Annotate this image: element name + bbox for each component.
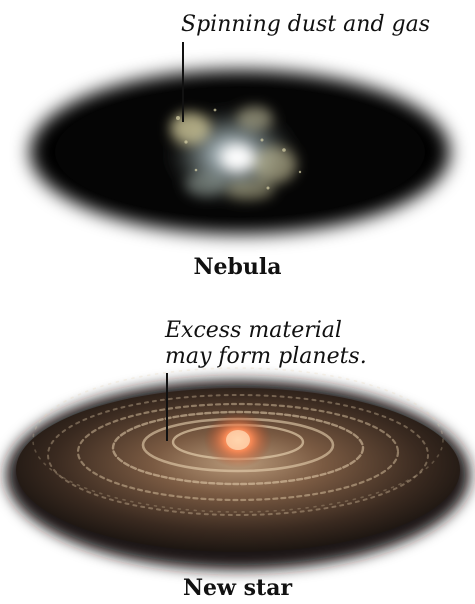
nebula-caption: Nebula: [193, 254, 282, 280]
nebula-leader-line: [182, 42, 184, 122]
new-star-center: [226, 430, 250, 450]
nebula-annotation: Spinning dust and gas: [181, 12, 431, 37]
nebula-speckles: [176, 108, 302, 190]
disk-leader-line: [166, 373, 168, 441]
new-star-caption: New star: [182, 575, 293, 601]
disk-annotation-line2: may form planets.: [165, 344, 367, 369]
disk-rings: [32, 367, 444, 516]
disk-annotation-line1: Excess material: [165, 318, 342, 343]
nebula-gas-cloud: [162, 103, 302, 207]
